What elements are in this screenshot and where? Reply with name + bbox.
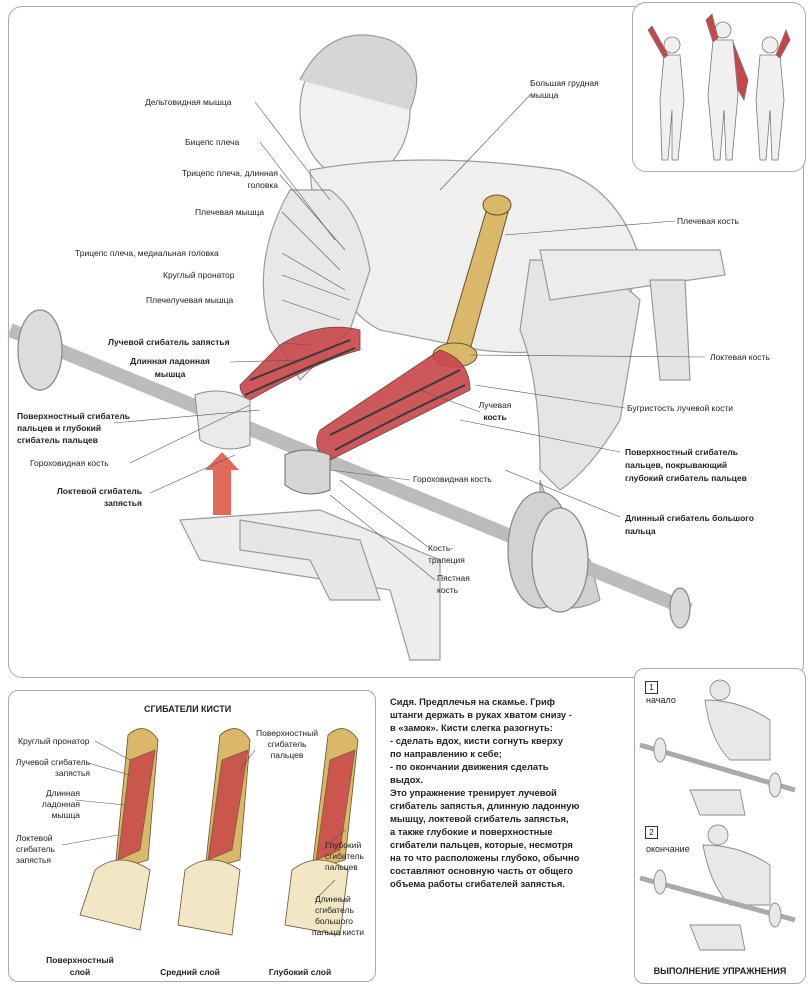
flexor-label-fdp-1: Глубокий bbox=[325, 840, 362, 850]
label-ulna: Локтевая кость bbox=[710, 352, 770, 362]
label-radius-2: кость bbox=[483, 412, 507, 422]
flexor-label-fpl-4: пальца кисти bbox=[312, 927, 365, 937]
execution-title: ВЫПОЛНЕНИЕ УПРАЖНЕНИЯ bbox=[653, 966, 787, 976]
flexor-label-fcr-2: запястья bbox=[54, 768, 90, 778]
desc-line: сгибатели пальцев, которые, несмотря bbox=[390, 839, 573, 850]
label-fds-fdp-3: сгибатель пальцев bbox=[17, 435, 99, 445]
label-pronator-teres: Круглый пронатор bbox=[163, 270, 235, 280]
label-hamate-2: трапеция bbox=[428, 555, 465, 565]
label-fds-cover-2: пальцев, покрывающий bbox=[625, 460, 728, 470]
step-1-label: начало bbox=[646, 695, 676, 705]
label-palmaris-2: мышца bbox=[154, 369, 186, 379]
flexors-panel bbox=[8, 690, 376, 982]
label-fcu-2: запястья bbox=[103, 498, 142, 508]
caption-surface-2: слой bbox=[69, 967, 91, 977]
label-fds-cover-3: глубокий сгибатель пальцев bbox=[625, 473, 747, 483]
exercise-description: Сидя. Предплечья на скамье. Гриф штанги … bbox=[390, 695, 625, 890]
label-brachialis: Плечевая мышца bbox=[195, 207, 265, 217]
label-palmaris-1: Длинная ладонная bbox=[130, 356, 210, 366]
label-fpl-1: Длинный сгибатель большого bbox=[625, 513, 754, 523]
flexor-label-fcu-1: Локтевой bbox=[16, 833, 53, 843]
step-2-number: 2 bbox=[645, 826, 658, 839]
flexor-label-fpl-3: большого bbox=[315, 916, 353, 926]
label-fds-fdp-2: пальцев и глубокий bbox=[17, 423, 102, 433]
desc-line: мышцу, локтевой сгибатель запястья, bbox=[390, 813, 569, 824]
label-fpl-2: пальца bbox=[625, 526, 656, 536]
label-fcu-1: Локтевой сгибатель bbox=[56, 486, 142, 496]
desc-line: составляют основную часть от общего bbox=[390, 865, 573, 876]
flexor-label-pronator: Круглый пронатор bbox=[18, 736, 90, 746]
flexor-label-fcu-2: сгибатель bbox=[16, 844, 55, 854]
flexor-label-palmaris-1: Длинная bbox=[45, 788, 80, 798]
flexors-title: СГИБАТЕЛИ КИСТИ bbox=[144, 704, 232, 714]
flexor-label-fcr-1: Лучевой сгибатель bbox=[15, 757, 90, 767]
step-2-label: окончание bbox=[646, 844, 690, 854]
label-radial-tuberosity: Бугристость лучевой кости bbox=[627, 403, 733, 413]
label-fcr: Лучевой сгибатель запястья bbox=[108, 337, 230, 347]
desc-line: на то что расположены глубоко, обычно bbox=[390, 852, 580, 863]
caption-middle: Средний слой bbox=[160, 967, 220, 977]
desc-line: по направлению к себе; bbox=[390, 748, 502, 759]
flexor-label-fds-3: пальцев bbox=[270, 750, 304, 760]
flexor-label-fcu-3: запястья bbox=[16, 855, 52, 865]
flexor-label-palmaris-3: мышца bbox=[51, 810, 80, 820]
desc-line: в «замок». Кисти слегка разогнуть: bbox=[390, 722, 553, 733]
label-pectoralis-1: Большая грудная bbox=[530, 78, 599, 88]
flexor-label-palmaris-2: ладонная bbox=[41, 799, 80, 809]
desc-line: Сидя. Предплечья на скамье. Гриф bbox=[390, 696, 555, 707]
desc-line: выдох. bbox=[390, 774, 424, 785]
label-fds-fdp-1: Поверхностный сгибатель bbox=[17, 411, 131, 421]
label-hamate-1: Кость- bbox=[428, 543, 454, 553]
flexor-label-fdp-2: сгибатель bbox=[325, 851, 364, 861]
caption-deep: Глубокий слой bbox=[268, 967, 332, 977]
label-triceps-medial: Трицепс плеча, медиальная головка bbox=[75, 248, 219, 258]
label-fds-cover-1: Поверхностный сгибатель bbox=[625, 447, 739, 457]
desc-line: Это упражнение тренирует лучевой bbox=[390, 787, 557, 798]
flexor-label-fds-1: Поверхностный bbox=[256, 728, 318, 738]
flexor-label-fpl-2: сгибатель bbox=[315, 905, 354, 915]
desc-line: объема работы сгибателей запястья. bbox=[390, 878, 566, 889]
flexor-label-fds-2: сгибатель bbox=[267, 739, 307, 749]
label-pisiform-left: Гороховидная кость bbox=[30, 458, 109, 468]
label-brachioradialis: Плечелучевая мышца bbox=[146, 295, 234, 305]
step-1-number: 1 bbox=[645, 681, 658, 694]
label-deltoid: Дельтовидная мышца bbox=[145, 97, 232, 107]
desc-line: штанги держать в руках хватом снизу - bbox=[390, 709, 572, 720]
label-humerus: Плечевая кость bbox=[677, 216, 739, 226]
label-metacarpal-2: кость bbox=[437, 585, 459, 595]
label-radius-1: Лучевая bbox=[478, 400, 512, 410]
desc-line: - по окончании движения сделать bbox=[390, 761, 549, 772]
caption-surface-1: Поверхностный bbox=[46, 955, 114, 965]
flexor-label-fdp-3: пальцев bbox=[325, 862, 358, 872]
lift-arrow-icon bbox=[205, 452, 239, 515]
flexor-label-fpl-1: Длинный bbox=[315, 894, 351, 904]
label-pectoralis-2: мышца bbox=[530, 90, 559, 100]
desc-line: сгибатель запястья, длинную ладонную bbox=[390, 800, 580, 811]
label-pisiform-right: Гороховидная кость bbox=[413, 474, 492, 484]
desc-line: а также глубокие и поверхностные bbox=[390, 826, 553, 837]
label-metacarpal-1: Пястная bbox=[437, 573, 470, 583]
label-biceps: Бицепс плеча bbox=[185, 137, 240, 147]
label-triceps-long-1: Трицепс плеча, длинная bbox=[181, 168, 278, 178]
label-triceps-long-2: головка bbox=[247, 180, 278, 190]
desc-line: - сделать вдох, кисти согнуть кверху bbox=[390, 735, 563, 746]
